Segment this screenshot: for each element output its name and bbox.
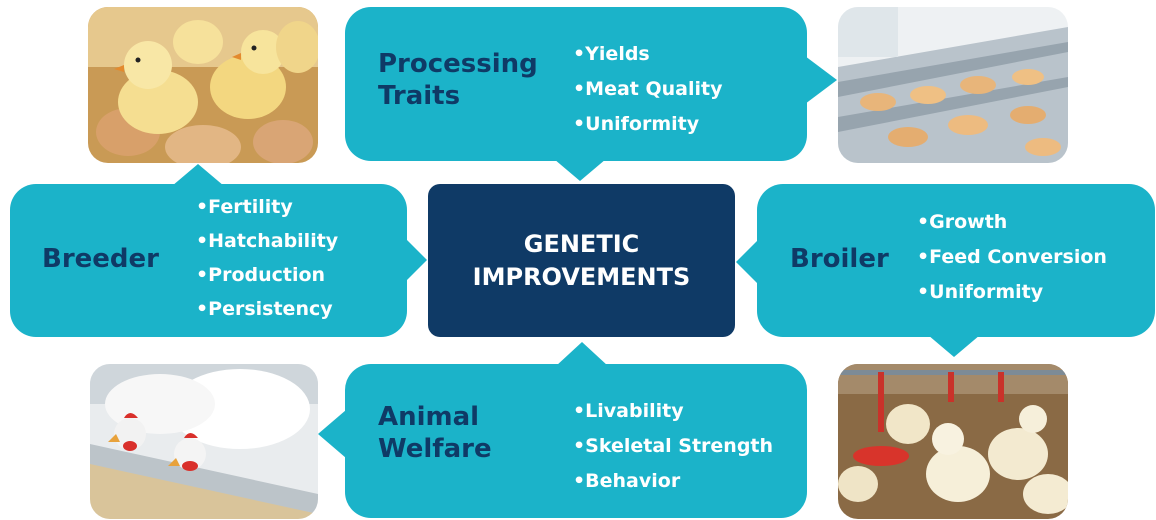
processing-title-line1: Processing (378, 49, 538, 79)
list-item: Persistency (196, 300, 338, 334)
list-item: Yields (573, 45, 722, 80)
list-item: Growth (917, 213, 1107, 248)
broiler-list: Growth Feed Conversion Uniformity (917, 213, 1107, 318)
processing-right-pointer (805, 56, 837, 104)
list-item: Production (196, 266, 338, 300)
list-item: Uniformity (573, 115, 722, 150)
list-item: Fertility (196, 198, 338, 232)
chicks-hatching-photo (88, 7, 318, 163)
broiler-chicks-drinkers-photo (838, 364, 1068, 519)
center-title-line2: IMPROVEMENTS (472, 262, 691, 291)
processing-traits-list: Yields Meat Quality Uniformity (573, 45, 722, 150)
processing-conveyor-photo (838, 7, 1068, 163)
breeder-up-pointer (172, 164, 224, 186)
list-item: Livability (573, 402, 773, 437)
processing-traits-bubble: Processing Traits Yields Meat Quality Un… (345, 7, 807, 161)
processing-title-line2: Traits (378, 80, 461, 111)
processing-down-pointer (554, 159, 606, 181)
animal-welfare-list: Livability Skeletal Strength Behavior (573, 402, 773, 507)
animal-welfare-title: Animal Welfare (378, 402, 492, 465)
list-item: Skeletal Strength (573, 437, 773, 472)
breeder-right-pointer (405, 238, 427, 282)
breeder-bubble: Breeder Fertility Hatchability Productio… (10, 184, 407, 337)
white-hens-feeding-photo (90, 364, 318, 519)
genetic-improvements-box: GENETIC IMPROVEMENTS (428, 184, 735, 337)
list-item: Behavior (573, 472, 773, 507)
broiler-bubble: Broiler Growth Feed Conversion Uniformit… (757, 184, 1155, 337)
list-item: Feed Conversion (917, 248, 1107, 283)
broiler-title: Broiler (790, 244, 889, 274)
breeder-title: Breeder (42, 244, 159, 274)
animal-welfare-bubble: Animal Welfare Livability Skeletal Stren… (345, 364, 807, 518)
broiler-left-pointer (736, 240, 758, 284)
welfare-up-pointer (556, 342, 608, 366)
welfare-left-pointer (318, 410, 346, 458)
welfare-title-line1: Animal (378, 402, 480, 432)
welfare-title-line2: Welfare (378, 433, 492, 464)
list-item: Meat Quality (573, 80, 722, 115)
list-item: Uniformity (917, 283, 1107, 318)
processing-traits-title: Processing Traits (378, 49, 538, 112)
list-item: Hatchability (196, 232, 338, 266)
broiler-down-pointer (928, 335, 980, 357)
center-title-line1: GENETIC (523, 230, 640, 259)
breeder-list: Fertility Hatchability Production Persis… (196, 198, 338, 334)
